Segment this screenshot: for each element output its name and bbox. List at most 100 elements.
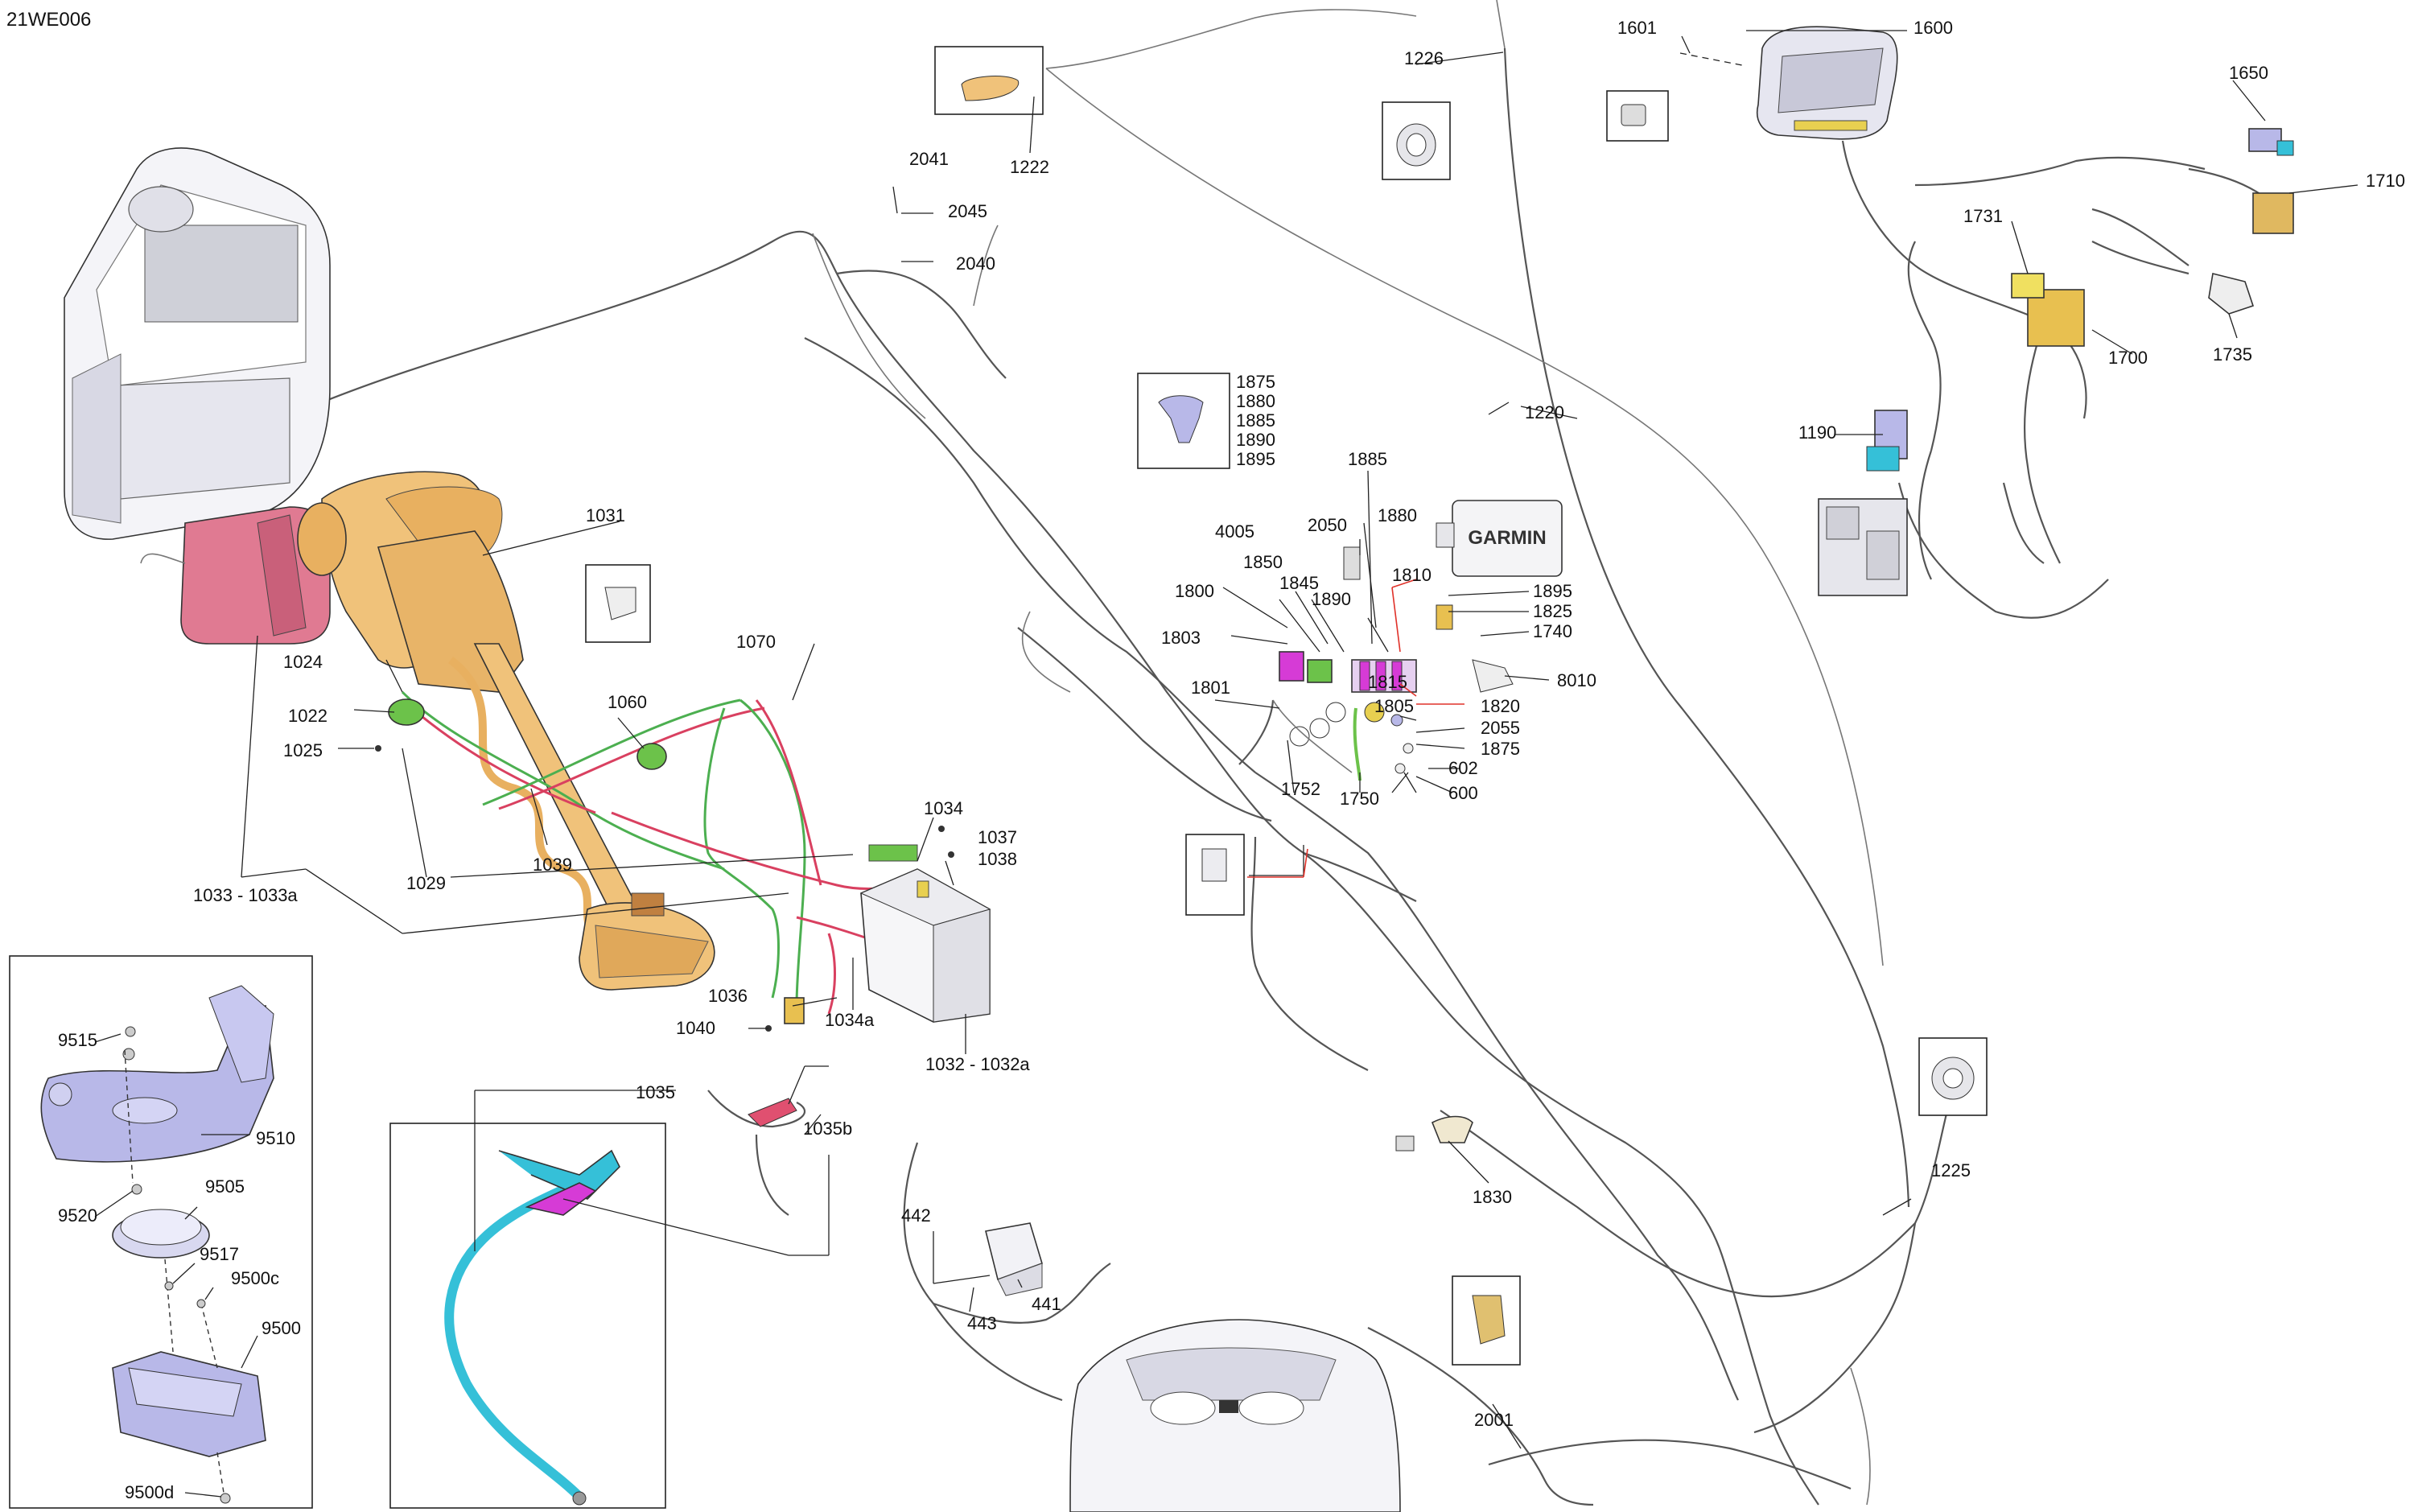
label-1875: 1875 <box>1481 739 1520 759</box>
label-600: 600 <box>1448 783 1478 803</box>
label-2001: 2001 <box>1474 1410 1514 1430</box>
label-9510: 9510 <box>256 1128 295 1148</box>
label-1880: 1880 <box>1378 505 1417 525</box>
label-1750: 1750 <box>1340 789 1379 809</box>
clip-list-1875: 1875 <box>1236 372 1275 392</box>
label-1752: 1752 <box>1281 779 1320 799</box>
label-443: 443 <box>967 1313 997 1333</box>
console-cover-bottom <box>1069 1319 1401 1512</box>
battery <box>859 844 991 1023</box>
label-1731: 1731 <box>1963 206 2003 226</box>
relay-441 <box>933 1222 1043 1296</box>
label-1040: 1040 <box>676 1018 715 1038</box>
clip-list-1880: 1880 <box>1236 391 1275 411</box>
leader-lines <box>94 30 2358 1498</box>
bracket-assembly <box>40 985 274 1163</box>
label-1036: 1036 <box>708 986 748 1006</box>
label-1710: 1710 <box>2366 171 2405 191</box>
label-2041: 2041 <box>909 149 949 169</box>
label-2050: 2050 <box>1308 515 1347 535</box>
label-1735: 1735 <box>2213 344 2252 365</box>
label-1225: 1225 <box>1931 1160 1971 1180</box>
label-9517: 9517 <box>200 1244 239 1264</box>
label-1890: 1890 <box>1312 589 1351 609</box>
label-1700: 1700 <box>2108 348 2148 368</box>
label-2055: 2055 <box>1481 718 1520 738</box>
label-1024: 1024 <box>283 652 323 672</box>
diagram-reference: 21WE006 <box>6 9 91 31</box>
label-1032: 1032 - 1032a <box>925 1054 1030 1074</box>
label-1038: 1038 <box>978 849 1017 869</box>
label-1025: 1025 <box>283 740 323 760</box>
label-1034: 1034 <box>924 798 963 818</box>
label-1220: 1220 <box>1525 402 1564 422</box>
label-9500c: 9500c <box>231 1268 279 1288</box>
label-1810: 1810 <box>1392 565 1432 585</box>
motor-wires <box>401 690 918 1015</box>
clip-list-1890: 1890 <box>1236 430 1275 450</box>
mount-base <box>112 1351 266 1457</box>
label-442: 442 <box>901 1205 931 1226</box>
label-1895: 1895 <box>1533 581 1572 601</box>
label-1601: 1601 <box>1617 18 1657 38</box>
label-2045: 2045 <box>948 201 987 221</box>
fuse-holder-1036 <box>784 997 805 1024</box>
rear-harness <box>1818 128 2294 619</box>
label-9505: 9505 <box>205 1176 245 1197</box>
label-8010: 8010 <box>1557 670 1596 690</box>
label-1600: 1600 <box>1913 18 1953 38</box>
connector-1060-small <box>636 743 667 770</box>
label-1031: 1031 <box>586 505 625 525</box>
main-harness <box>321 0 1949 1506</box>
label-1222: 1222 <box>1010 157 1049 177</box>
label-1885: 1885 <box>1348 449 1387 469</box>
connector-1650 <box>2248 128 2282 152</box>
label-1803: 1803 <box>1161 628 1201 648</box>
label-1035b: 1035b <box>803 1119 852 1139</box>
label-1039: 1039 <box>533 855 572 875</box>
label-9500: 9500 <box>262 1318 301 1338</box>
label-1190: 1190 <box>1798 422 1836 443</box>
label-1029: 1029 <box>406 873 446 893</box>
label-9520: 9520 <box>58 1205 97 1226</box>
label-1650: 1650 <box>2229 63 2268 83</box>
label-441: 441 <box>1032 1294 1061 1314</box>
label-1800: 1800 <box>1175 581 1214 601</box>
label-1035: 1035 <box>636 1082 675 1102</box>
connector-1710 <box>2252 192 2294 234</box>
connector-1830 <box>1395 1115 1473 1152</box>
label-1815: 1815 <box>1368 672 1407 692</box>
fuse-block-cluster <box>1238 546 1514 781</box>
label-1845: 1845 <box>1279 573 1319 593</box>
clip-list-1895: 1895 <box>1236 449 1275 469</box>
part-labels: 1601 1600 1650 1710 1731 1700 1735 1190 … <box>58 18 2405 1502</box>
label-1070: 1070 <box>736 632 776 652</box>
mount-disk <box>112 1209 210 1259</box>
label-1830: 1830 <box>1473 1187 1512 1207</box>
label-602: 602 <box>1448 758 1478 778</box>
sensor-1735 <box>2208 273 2255 315</box>
label-4005: 4005 <box>1215 521 1254 542</box>
console-cover-top-left <box>64 147 331 540</box>
inset-cable-panel <box>389 1123 666 1509</box>
garmin-unit: GARMIN <box>1436 500 1563 577</box>
label-1801: 1801 <box>1191 678 1230 698</box>
label-1060: 1060 <box>608 692 647 712</box>
garmin-brand-text: GARMIN <box>1468 527 1546 549</box>
label-1034a: 1034a <box>825 1010 875 1030</box>
label-9515: 9515 <box>58 1030 97 1050</box>
label-9500d: 9500d <box>125 1482 174 1502</box>
label-1022: 1022 <box>288 706 327 726</box>
label-2040: 2040 <box>956 253 995 274</box>
label-1226: 1226 <box>1404 48 1444 68</box>
cyan-cable-1035 <box>444 1149 620 1506</box>
label-1850: 1850 <box>1243 552 1283 572</box>
label-1805: 1805 <box>1374 696 1414 716</box>
label-1033: 1033 - 1033a <box>193 885 298 905</box>
connector-1700 <box>2027 289 2085 347</box>
gauge-display <box>1757 26 1898 140</box>
clip-list-1885: 1885 <box>1236 410 1275 431</box>
label-1740: 1740 <box>1533 621 1572 641</box>
label-1820: 1820 <box>1481 696 1520 716</box>
